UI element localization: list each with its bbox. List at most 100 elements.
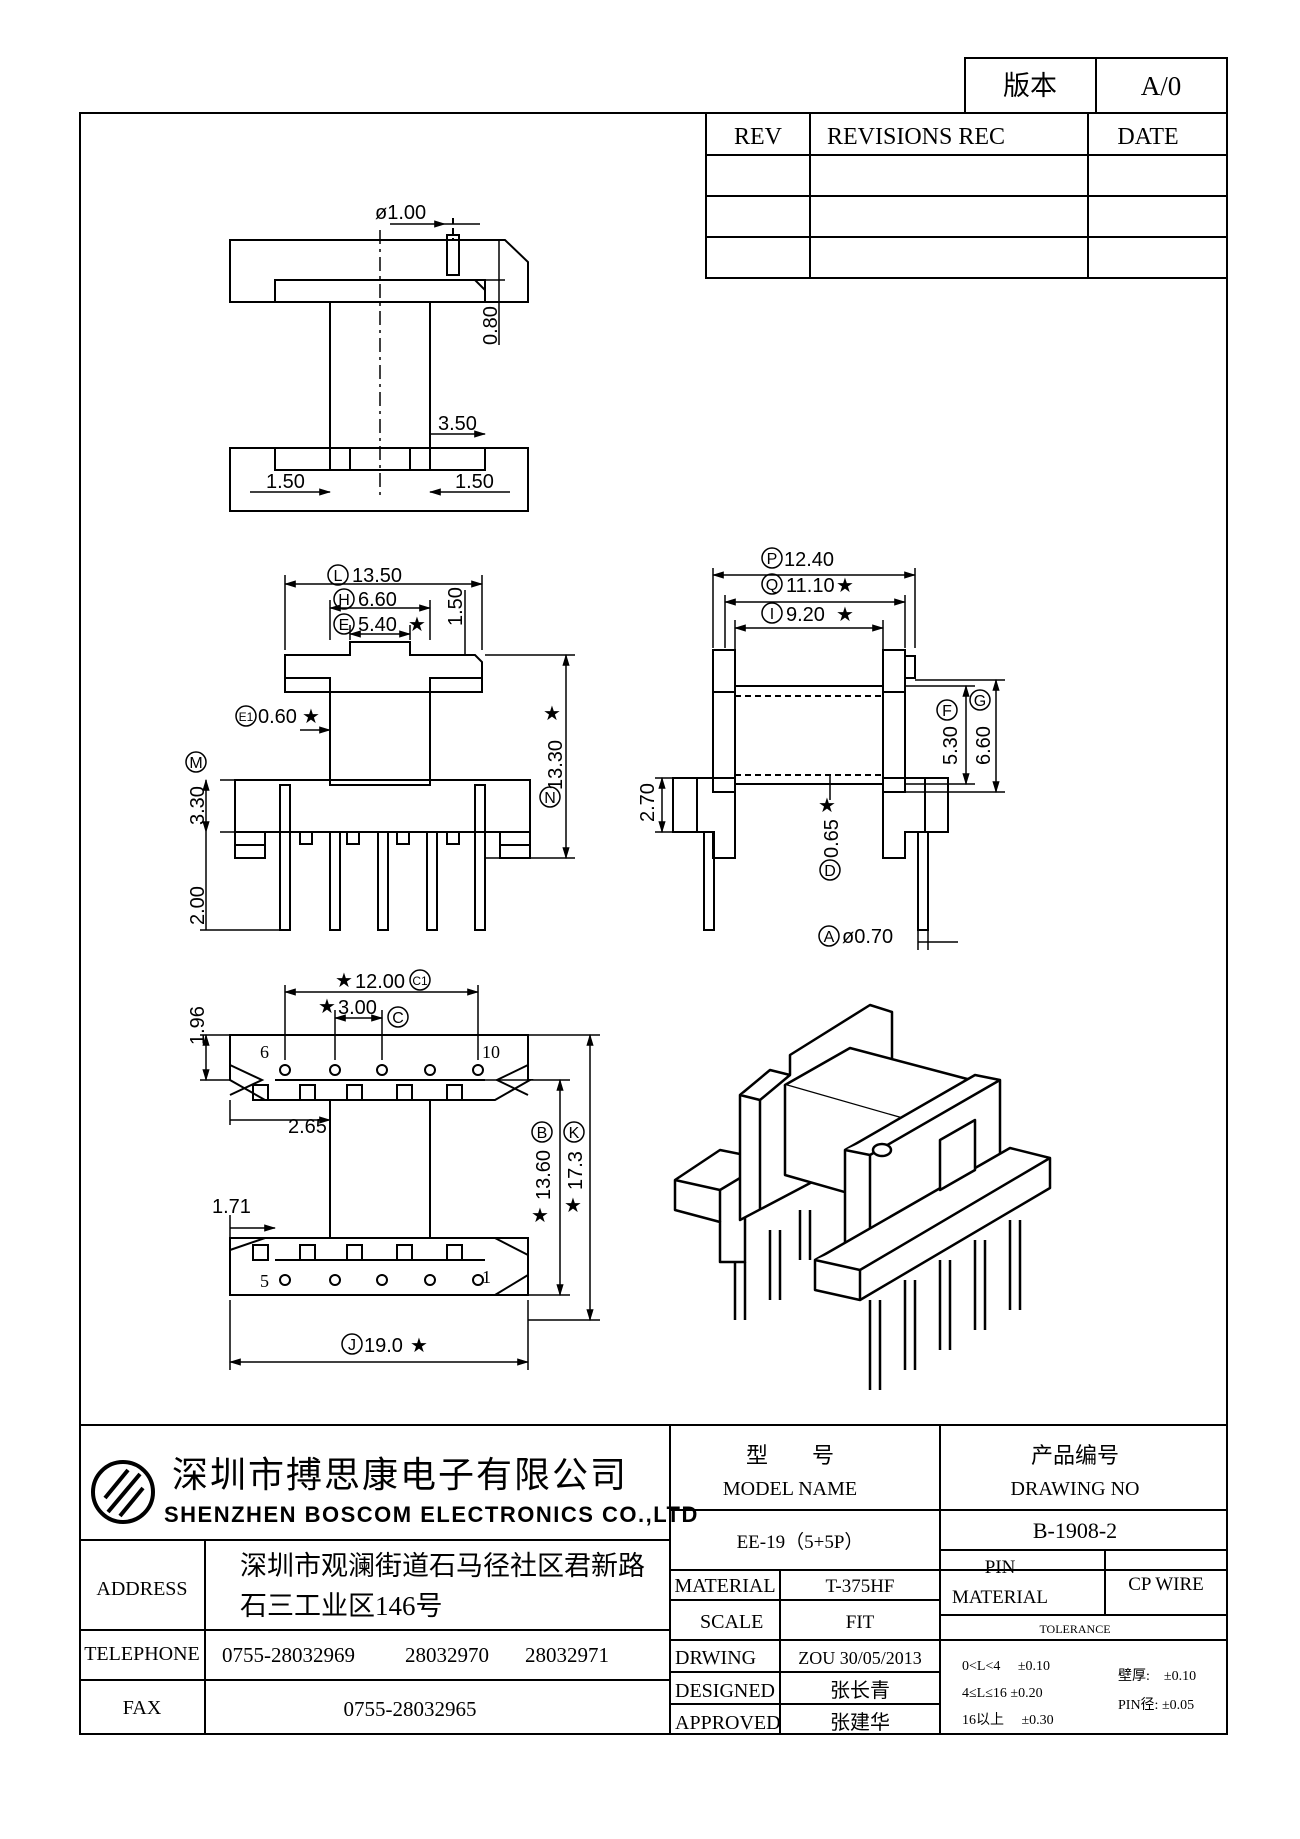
bottom-view-dims	[200, 985, 600, 1370]
dim-F: 5.30	[940, 726, 962, 765]
scale-label: SCALE	[700, 1611, 763, 1633]
model-name-en: MODEL NAME	[723, 1478, 857, 1500]
dim-B: 13.60	[533, 1150, 555, 1200]
star-N: ★	[543, 703, 561, 725]
version-label: 版本	[1003, 71, 1057, 101]
pin-number-1: 1	[482, 1267, 491, 1287]
dim-pin-len: 2.00	[187, 886, 209, 925]
label-circle-C1	[409, 969, 431, 991]
drawing-label: DRWING	[675, 1647, 756, 1669]
label-F: F	[942, 703, 952, 720]
dim-inner: 2.65	[288, 1116, 327, 1138]
dim-H: 6.60	[358, 589, 397, 611]
label-circle-D	[819, 859, 841, 881]
label-circle-E1	[235, 705, 257, 727]
drawing-no-en: DRAWING NO	[1011, 1478, 1140, 1500]
star-C1: ★	[335, 970, 353, 992]
label-D: D	[824, 863, 836, 880]
side-view	[672, 649, 949, 931]
dim-L: 13.50	[352, 565, 402, 587]
pin-material-label-2: MATERIAL	[952, 1587, 1048, 1608]
star-I: ★	[836, 604, 854, 626]
label-circle-I	[761, 602, 783, 624]
label-G: G	[974, 693, 986, 710]
dim-A: ø0.70	[842, 926, 893, 948]
star-B: ★	[531, 1205, 549, 1227]
approved-label: APPROVED	[675, 1712, 781, 1734]
label-P: P	[767, 551, 778, 568]
label-M: M	[189, 755, 202, 772]
label-B: B	[537, 1125, 548, 1142]
label-C1: C1	[412, 974, 428, 988]
dim-N: 13.30	[545, 740, 567, 790]
dim-I: 9.20	[786, 604, 825, 626]
top-view-dims	[250, 220, 510, 496]
company-logo	[91, 1460, 155, 1524]
revision-header-date: DATE	[1117, 124, 1178, 150]
label-I: I	[770, 606, 774, 623]
star-Q: ★	[836, 575, 854, 597]
dim-P: 12.40	[784, 549, 834, 571]
pin-material-value: CP WIRE	[1128, 1574, 1203, 1595]
label-circle-N	[539, 786, 561, 808]
telephone-1: 0755-28032969	[222, 1643, 355, 1667]
dim-E: 5.40	[358, 614, 397, 636]
label-circle-E	[333, 613, 355, 635]
model-name-cn: 型 号	[746, 1443, 834, 1468]
label-circle-H	[333, 588, 355, 610]
model-value: EE-19（5+5P）	[737, 1531, 864, 1553]
label-circle-A	[818, 925, 840, 947]
material-value: T-375HF	[826, 1576, 895, 1597]
label-circle-G	[969, 689, 991, 711]
isometric-view	[673, 1003, 1052, 1390]
dim-rim: 0.80	[480, 306, 502, 345]
pin-material-label-1: PIN	[985, 1557, 1016, 1578]
label-circle-J	[341, 1333, 363, 1355]
side-view-dims	[655, 568, 1005, 950]
front-view	[234, 641, 531, 931]
dim-step: 2.70	[637, 783, 659, 822]
label-H: H	[338, 592, 350, 609]
drawing-no-cn: 产品编号	[1031, 1443, 1119, 1468]
dim-K: 17.3	[565, 1151, 587, 1190]
address-label: ADDRESS	[96, 1578, 187, 1600]
telephone-2: 28032970	[405, 1643, 489, 1667]
approved-value: 张建华	[830, 1711, 890, 1734]
company-name-cn: 深圳市搏思康电子有限公司	[172, 1455, 628, 1495]
dim-G: 6.60	[973, 726, 995, 765]
tolerance-row-2: 4≤L≤16 ±0.20	[962, 1686, 1043, 1701]
telephone-label: TELEPHONE	[84, 1643, 200, 1665]
address-line-2: 石三工业区146号	[240, 1591, 443, 1621]
label-E: E	[339, 617, 350, 634]
designed-label: DESIGNED	[675, 1680, 775, 1702]
revision-header-rev: REV	[734, 124, 783, 150]
label-L: L	[334, 568, 343, 585]
dim-D: 0.65	[821, 819, 843, 858]
dim-pin-dia: ø1.00	[375, 202, 426, 224]
label-circle-B	[531, 1121, 553, 1143]
star-J: ★	[410, 1335, 428, 1357]
dim-slot: 3.50	[438, 413, 477, 435]
label-A: A	[824, 929, 835, 946]
label-K: K	[569, 1125, 580, 1142]
star-E1: ★	[302, 706, 320, 728]
fax-number: 0755-28032965	[344, 1697, 477, 1721]
sheet-frame	[79, 112, 1228, 1735]
star-C: ★	[318, 996, 336, 1018]
dim-wall: 1.71	[212, 1196, 251, 1218]
dim-Q: 11.10	[786, 575, 835, 597]
tolerance-row-3: 16以上 ±0.30	[962, 1712, 1054, 1728]
label-circle-L	[327, 564, 349, 586]
material-label: MATERIAL	[674, 1575, 775, 1597]
drawing-value: ZOU 30/05/2013	[798, 1648, 922, 1668]
label-E1: E1	[239, 710, 254, 724]
star-K: ★	[564, 1195, 582, 1217]
pin-number-10: 10	[482, 1042, 500, 1062]
dim-E1: 0.60	[258, 706, 297, 728]
dim-C1: 12.00	[355, 971, 405, 993]
revision-table	[705, 112, 1228, 279]
title-block-grid	[80, 1424, 1227, 1734]
scale-value: FIT	[846, 1612, 875, 1633]
fax-label: FAX	[123, 1697, 162, 1719]
label-C: C	[392, 1010, 404, 1027]
